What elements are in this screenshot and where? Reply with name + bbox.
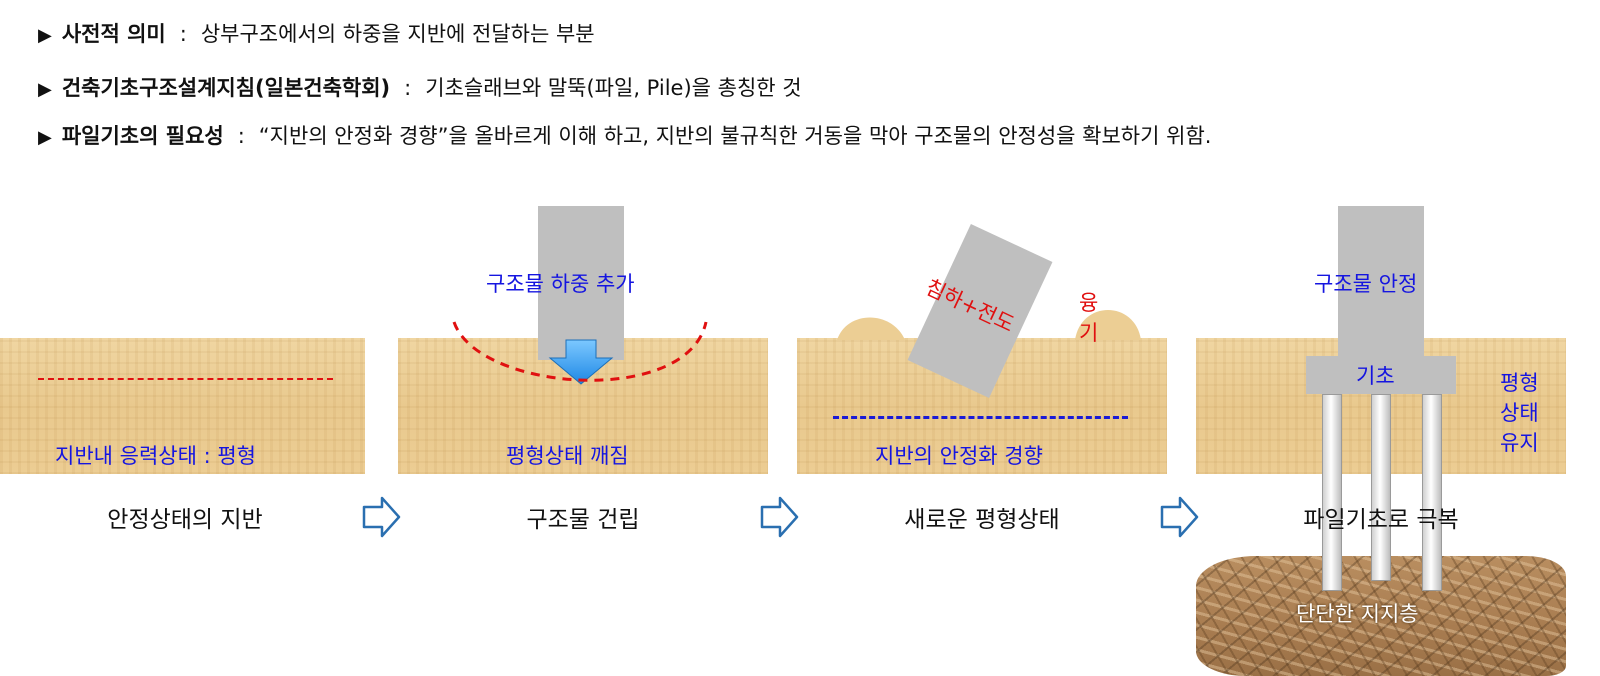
pile-cap xyxy=(1306,356,1456,394)
load-added-label: 구조물 하중 추가 xyxy=(486,272,635,296)
right-arrow-icon xyxy=(1160,496,1199,538)
guideline-line: ▶ 건축기초구조설계지침(일본건축학회): 기초슬래브와 말뚝(파일, Pile)을… xyxy=(38,74,802,104)
new-equilibrium-line xyxy=(833,416,1128,419)
right-arrow-icon xyxy=(760,496,799,538)
separator: : xyxy=(179,22,187,46)
structure-stable-label: 구조물 안정 xyxy=(1314,272,1418,296)
disturbed-stress-arc xyxy=(452,321,708,382)
stabilization-trend-label: 지반의 안정화 경향 xyxy=(875,444,1043,468)
equilibrium-broken-label: 평형상태 깨짐 xyxy=(506,444,629,468)
panel-caption: 파일기초로 극복 xyxy=(1303,507,1459,533)
definition-line: ▶ 사전적 의미: 상부구조에서의 하중을 지반에 전달하는 부분 xyxy=(38,20,595,50)
equilibrium-maintained-label: 평형 상태 유지 xyxy=(1500,371,1539,455)
panel-stable-ground: 지반내 응력상태 : 평형 안정상태의 지반 xyxy=(0,200,370,533)
panel-caption: 구조물 건립 xyxy=(526,507,640,533)
necessity-text: “지반의 안정화 경향”을 올바르게 이해 하고, 지반의 불규칙한 거동을 막… xyxy=(258,124,1212,148)
definition-text: 상부구조에서의 하중을 지반에 전달하는 부분 xyxy=(200,22,595,46)
triangle-bullet-icon: ▶ xyxy=(38,79,52,100)
structure-column xyxy=(538,206,624,360)
pile-left xyxy=(1322,394,1342,591)
guideline-text: 기초슬래브와 말뚝(파일, Pile)을 총칭한 것 xyxy=(425,76,802,100)
right-arrow-icon xyxy=(362,496,401,538)
down-arrow-icon xyxy=(548,339,614,385)
pile-middle xyxy=(1371,394,1391,581)
separator: : xyxy=(237,124,245,148)
pile-right xyxy=(1422,394,1442,591)
panel-pile-foundation: 구조물 안정 기초 평형 상태 유지 파일기초로 극복 단단한 지지층 xyxy=(1196,200,1566,676)
heave-mounds xyxy=(837,310,1141,340)
triangle-bullet-icon: ▶ xyxy=(38,25,52,46)
structure-column xyxy=(1338,206,1424,356)
panel-caption: 새로운 평형상태 xyxy=(904,507,1060,533)
stress-equilibrium-line xyxy=(38,378,333,380)
definition-key: 사전적 의미 xyxy=(61,22,166,46)
necessity-key: 파일기초의 필요성 xyxy=(61,124,224,148)
panel-caption: 안정상태의 지반 xyxy=(107,507,263,533)
panel-structure-erected: 구조물 하중 추가 평형상태 깨짐 구조물 건립 xyxy=(398,200,768,533)
necessity-line: ▶ 파일기초의 필요성: “지반의 안정화 경향”을 올바르게 이해 하고, 지반의… xyxy=(38,122,1211,152)
heave-label: 융 기 xyxy=(1079,291,1099,345)
soil-block xyxy=(0,338,365,474)
stress-state-label: 지반내 응력상태 : 평형 xyxy=(55,444,256,468)
footing-label: 기초 xyxy=(1356,364,1395,388)
separator: : xyxy=(404,76,412,100)
bearing-stratum-label: 단단한 지지층 xyxy=(1296,602,1419,626)
guideline-key: 건축기초구조설계지침(일본건축학회) xyxy=(61,76,391,100)
panel-new-equilibrium: 침하+전도 융 기 지반의 안정화 경향 새로운 평형상태 xyxy=(797,200,1167,533)
triangle-bullet-icon: ▶ xyxy=(38,127,52,148)
